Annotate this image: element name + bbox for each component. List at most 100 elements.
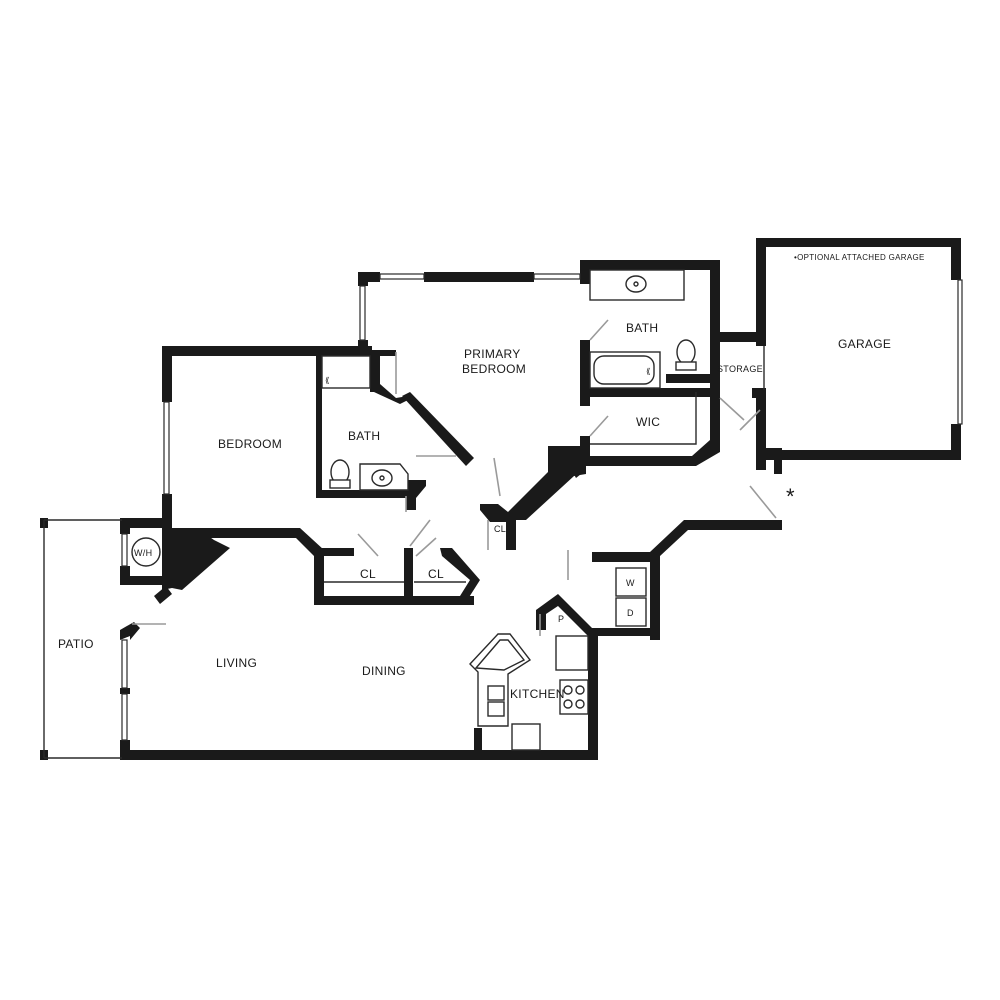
- closets-divider: [404, 548, 413, 600]
- hall-closet-corner: [560, 450, 586, 478]
- door-entry: [749, 485, 777, 519]
- fixtures: ⟪ ⟪: [131, 269, 697, 751]
- primary-bath-wall-left-mid: [580, 340, 590, 406]
- wh-wall-bottom: [120, 576, 170, 585]
- bedroom-wall-left-top: [162, 346, 172, 402]
- door-wic: [589, 415, 609, 437]
- wh-window: [121, 533, 128, 567]
- primary-window-2: [533, 273, 581, 280]
- water-heater: [131, 537, 161, 567]
- label-bath-secondary: BATH: [348, 429, 380, 443]
- door-closet-right: [415, 537, 437, 557]
- label-pantry: P: [558, 614, 564, 624]
- thin-lines: [43, 273, 963, 759]
- garage-wall-bottom: [766, 450, 961, 460]
- closet-right-angle: [440, 548, 480, 602]
- primary-bedroom-wall-top-mid: [424, 272, 534, 282]
- label-garage: GARAGE: [838, 337, 891, 351]
- garage-wall-right-bottom: [951, 424, 961, 460]
- toilet-icon: [675, 339, 697, 371]
- kitchen-sink-icon: [487, 685, 505, 717]
- wh-wall-left-bot: [120, 566, 130, 584]
- label-kitchen: KITCHEN: [510, 687, 565, 701]
- garage-note: •OPTIONAL ATTACHED GARAGE: [794, 253, 925, 262]
- bath-wic-divider: [580, 388, 710, 397]
- door-closet-left: [357, 533, 379, 557]
- label-hall-closet: CL: [494, 524, 506, 534]
- label-living: LIVING: [216, 656, 257, 670]
- wic-wall-bottom: [582, 440, 720, 466]
- label-primary-bedroom-1: PRIMARY: [464, 347, 521, 361]
- closet-column: [370, 350, 408, 404]
- wh-wall-top: [120, 518, 170, 528]
- toilet-icon: [329, 459, 351, 489]
- primary-window-left: [359, 285, 366, 341]
- door-storage: [719, 397, 745, 421]
- primary-bath-wall-right: [710, 260, 720, 450]
- toilet-alcove-wall: [666, 374, 710, 383]
- label-wic: WIC: [636, 415, 660, 429]
- shower-head-icon: ⟪: [325, 376, 330, 385]
- garage-corner: [760, 448, 782, 474]
- label-primary-bedroom-2: BEDROOM: [462, 362, 526, 376]
- fireplace: [162, 528, 230, 590]
- bath-shower: [321, 355, 371, 389]
- door-primary-bath: [589, 319, 609, 341]
- bedroom-bath-divider: [316, 356, 322, 496]
- kitchen-wall-top: [588, 628, 650, 636]
- hall-closet-walls: [480, 446, 586, 550]
- shower-head-icon: ⟪: [646, 367, 651, 376]
- room-labels: •OPTIONAL ATTACHED GARAGE GARAGE STORAGE…: [58, 253, 925, 701]
- storage-wall-stub: [752, 388, 766, 398]
- walls: [40, 238, 961, 760]
- door-closet-mid: [409, 519, 431, 547]
- laundry-walls: [592, 552, 660, 640]
- living-window-1: [121, 639, 128, 689]
- bathtub-icon: ⟪: [589, 351, 661, 389]
- dishwasher: [511, 723, 541, 751]
- entry-wall: [650, 520, 782, 556]
- bedroom-window: [163, 401, 170, 495]
- garage-wall-left-upper: [756, 238, 766, 346]
- fireplace-hearth: [154, 586, 172, 604]
- entry-asterisk: *: [786, 484, 795, 509]
- kitchen-peninsula-post: [474, 728, 482, 756]
- wh-wall-left-top: [120, 518, 130, 534]
- label-patio: PATIO: [58, 637, 94, 651]
- sink-icon: [371, 469, 393, 487]
- kitchen-bar: [474, 639, 526, 671]
- living-wall-bottom: [120, 750, 598, 760]
- washer-box: [615, 567, 647, 597]
- door-garage: [739, 409, 761, 431]
- storage-wall-top: [712, 332, 766, 342]
- closets-wall-bottom: [314, 596, 474, 605]
- living-wall-stub: [120, 688, 130, 694]
- label-dryer: D: [627, 608, 634, 618]
- label-water-heater: W/H: [134, 548, 152, 558]
- doors: [132, 319, 777, 636]
- primary-bedroom-wall-top-left: [358, 272, 380, 282]
- bath-angled-wall: [402, 392, 474, 466]
- living-window-2: [121, 693, 128, 741]
- label-washer: W: [626, 578, 635, 588]
- bedroom-wall-left-bot: [162, 494, 172, 534]
- bath-wall-corner: [406, 480, 426, 510]
- patio-outline: [43, 519, 122, 759]
- door-hall-closet: [493, 457, 501, 497]
- garage-wall-top: [756, 238, 961, 247]
- refrigerator: [555, 635, 589, 671]
- label-closet-right: CL: [428, 567, 444, 581]
- wic-shelf: [590, 392, 697, 445]
- label-dining: DINING: [362, 664, 406, 678]
- bedroom-wall-top: [162, 346, 372, 356]
- label-closet-left: CL: [360, 567, 376, 581]
- label-bedroom: BEDROOM: [218, 437, 282, 451]
- label-storage: STORAGE: [717, 364, 763, 374]
- pantry-walls: [536, 594, 600, 636]
- dryer-box: [615, 597, 647, 627]
- garage-window: [957, 279, 963, 425]
- sink-icon: [625, 275, 647, 293]
- closet-left-top: [318, 548, 354, 556]
